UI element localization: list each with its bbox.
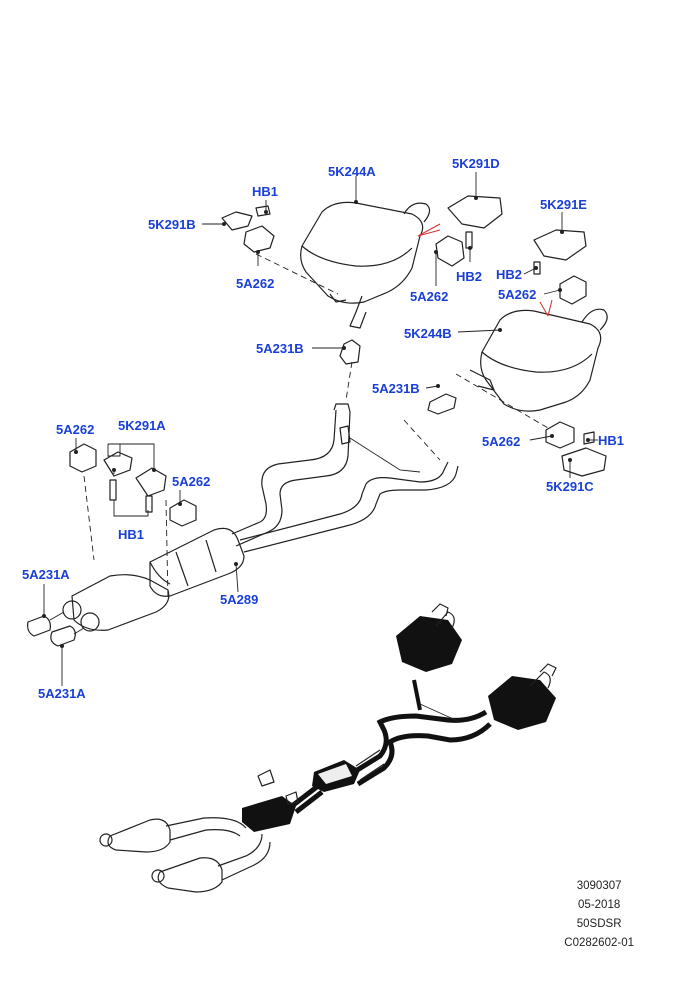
hanger-5K291D (435, 195, 503, 267)
exploded-view (27, 195, 608, 647)
callout-5K244B: 5K244B (404, 326, 452, 341)
callout-HB1-rear-right: HB1 (598, 433, 624, 448)
hanger-5K291B (221, 205, 275, 253)
drawing-date: 05-2018 (578, 899, 621, 911)
drawing-model-code: 50SDSR (576, 918, 622, 930)
leader-lines (42, 172, 598, 686)
callout-labels: 5K244A 5K291D HB1 5K291B 5A262 5K291E HB… (22, 156, 624, 701)
hanger-5K291E (533, 229, 587, 305)
hanger-5K291C (545, 421, 607, 477)
callout-5A231A-bottom: 5A231A (38, 686, 86, 701)
callout-5A262-front-left: 5A262 (56, 422, 94, 437)
intermediate-pipes (231, 403, 459, 553)
hanger-5K291A (69, 443, 197, 527)
alignment-line (403, 419, 441, 461)
front-pipe-section (27, 574, 170, 647)
callout-5A231B-left: 5A231B (256, 341, 304, 356)
callout-5A262-rear-right: 5A262 (482, 434, 520, 449)
callout-HB2-right: HB2 (496, 267, 522, 282)
callout-5K291C: 5K291C (546, 479, 594, 494)
highlight-mark (417, 229, 441, 237)
callout-HB1-top: HB1 (252, 184, 278, 199)
alignment-line (255, 253, 339, 295)
callout-5K291B: 5K291B (148, 217, 196, 232)
highlight-mark (417, 223, 441, 237)
rear-muffler-left (300, 201, 431, 329)
callout-HB2-middle: HB2 (456, 269, 482, 284)
rear-muffler-right (469, 308, 608, 412)
clamp-5A231B-right (427, 393, 457, 415)
callout-HB1-front: HB1 (118, 527, 144, 542)
callout-5K291A: 5K291A (118, 418, 166, 433)
alignment-line (83, 475, 95, 561)
alignment-line (165, 499, 169, 601)
drawing-reference-number: C0282602-01 (564, 937, 634, 949)
callout-5K244A: 5K244A (328, 164, 376, 179)
callout-5A262-top-left: 5A262 (236, 276, 274, 291)
assembled-locator-view (99, 603, 557, 893)
alignment-line (455, 373, 549, 429)
highlight-mark (539, 301, 549, 317)
callout-5A231A-top: 5A231A (22, 567, 70, 582)
highlight-mark (547, 299, 553, 317)
callout-5K291E: 5K291E (540, 197, 587, 212)
callout-5A262-right: 5A262 (498, 287, 536, 302)
callout-5A262-front-right: 5A262 (172, 474, 210, 489)
callout-5A231B-right: 5A231B (372, 381, 420, 396)
drawing-reference-block: 3090307 05-2018 50SDSR C0282602-01 (564, 877, 634, 953)
callout-5A289: 5A289 (220, 592, 258, 607)
centre-muffler-5A289 (149, 527, 245, 597)
drawing-code: 3090307 (576, 880, 622, 892)
alignment-line (345, 361, 353, 401)
callout-5K291D: 5K291D (452, 156, 500, 171)
clamp-5A231B-left (339, 339, 361, 365)
callout-5A262-middle: 5A262 (410, 289, 448, 304)
